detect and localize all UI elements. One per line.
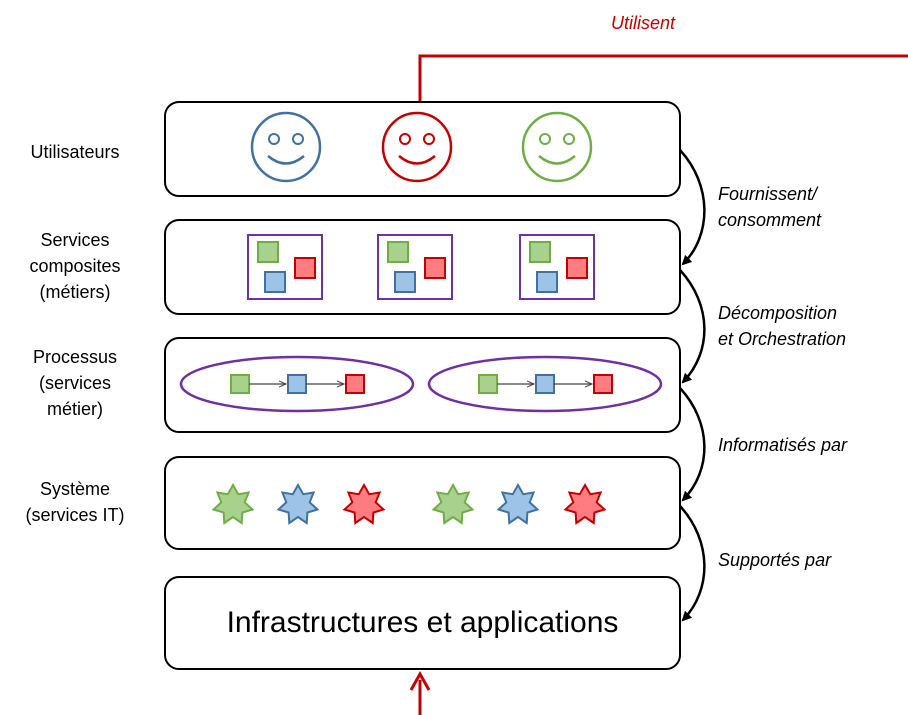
star-service-icon-red	[342, 482, 386, 525]
layer-label-services-composites: Services composites (métiers)	[0, 227, 150, 305]
relation-label-informatises: Informatisés par	[718, 432, 847, 458]
relation-label-line: consomment	[718, 210, 822, 230]
relation-label-fournissent: Fournissent/ consomment	[718, 181, 821, 233]
star-service-icon-blue	[276, 482, 320, 525]
relation-label-line: Supportés par	[718, 550, 832, 570]
layer-label-systeme: Système (services IT)	[0, 476, 150, 528]
layer-label-line: Système	[39, 479, 111, 499]
layer-label-line: (services IT)	[25, 505, 125, 525]
smiley-icon-red	[381, 111, 453, 183]
layer-label-processus: Processus (services métier)	[0, 344, 150, 422]
layer-label-line: (métiers)	[39, 282, 111, 302]
utilisent-line	[418, 54, 908, 102]
layer-label-line: composites	[29, 256, 121, 276]
composite-service-icon-2	[377, 234, 453, 300]
layer-label-line: Services	[40, 230, 110, 250]
star-service-icon-red	[563, 482, 607, 525]
layer-label-utilisateurs: Utilisateurs	[0, 139, 150, 165]
star-service-icon-green	[211, 482, 255, 525]
relation-arrow-4	[679, 505, 706, 622]
composite-service-icon-3	[519, 234, 595, 300]
layer-box-systeme	[164, 456, 681, 550]
layer-label-line: Processus	[32, 347, 118, 367]
layer-box-infrastructures	[164, 576, 681, 670]
star-service-group	[211, 482, 607, 525]
relation-arrow-3	[679, 387, 706, 502]
relation-label-line: Décomposition	[718, 303, 838, 323]
relation-label-decomposition: Décomposition et Orchestration	[718, 300, 846, 352]
relation-arrow-1	[679, 149, 706, 266]
layer-label-line: métier)	[46, 399, 103, 419]
process-flow-icon-2	[427, 355, 663, 413]
relation-label-supportes: Supportés par	[718, 547, 831, 573]
smiley-icon-green	[521, 111, 593, 183]
layer-label-line: (services	[38, 373, 111, 393]
infrastructure-label: Infrastructures et applications	[226, 606, 619, 639]
relation-label-line: Informatisés par	[718, 435, 848, 455]
utilisent-label: Utilisent	[611, 13, 676, 33]
relation-label-line: Fournissent/	[718, 184, 818, 204]
process-flow-icon-1	[179, 355, 415, 413]
star-service-icon-blue	[496, 482, 540, 525]
composite-service-icon-1	[247, 234, 323, 300]
star-service-icon-green	[431, 482, 475, 525]
bottom-red-arrowhead	[409, 670, 431, 691]
smiley-icon-blue	[250, 111, 322, 183]
layer-label-line: Utilisateurs	[30, 142, 120, 162]
relation-label-line: et Orchestration	[718, 329, 847, 349]
relation-arrow-2	[679, 269, 706, 384]
